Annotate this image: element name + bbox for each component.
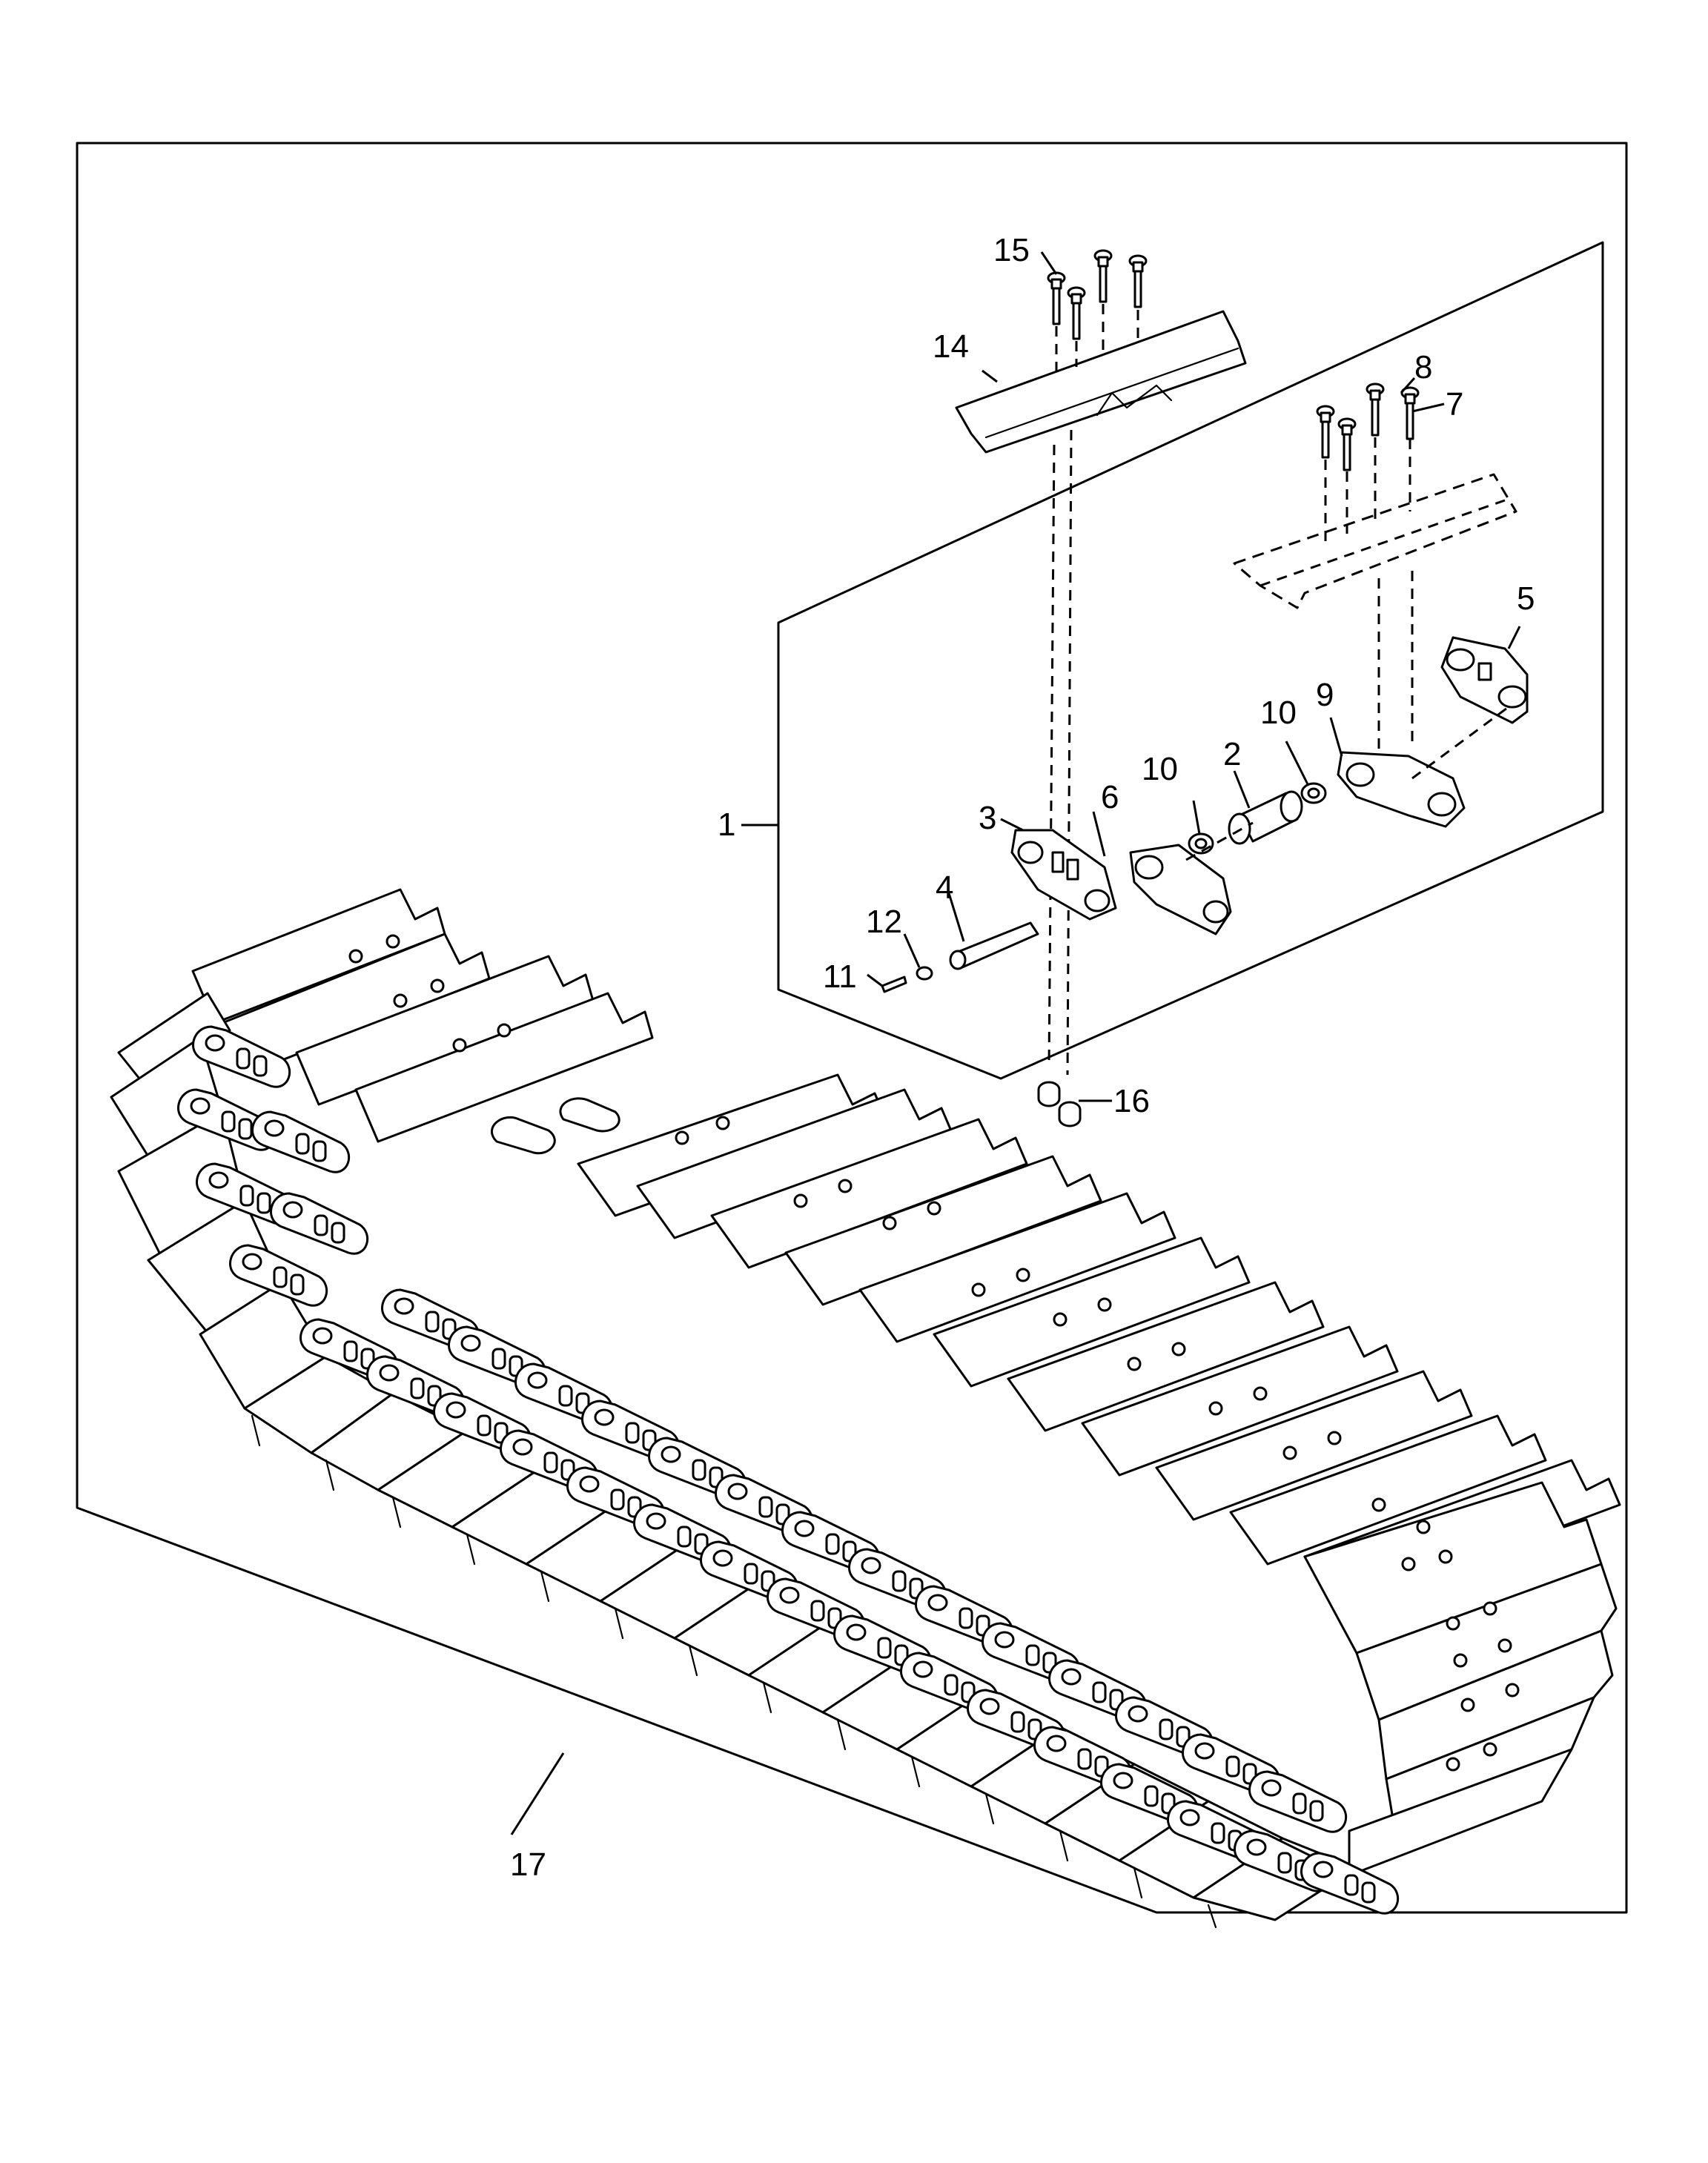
ghost-shoe xyxy=(1233,473,1517,609)
callout-9: 9 xyxy=(1316,677,1334,713)
exploded-view-panel xyxy=(777,241,1604,1080)
callout-5: 5 xyxy=(1517,580,1535,617)
callout-2: 2 xyxy=(1223,736,1241,772)
bushing-part-2 xyxy=(1228,790,1303,845)
pin-part-4 xyxy=(949,921,1039,970)
callout-11: 11 xyxy=(823,958,857,995)
track-link-part-5 xyxy=(1440,636,1529,724)
bolt-part-15 xyxy=(1047,249,1148,340)
callout-15: 15 xyxy=(993,232,1030,268)
callout-4: 4 xyxy=(936,869,953,906)
callout-14: 14 xyxy=(933,328,969,365)
callout-8: 8 xyxy=(1414,349,1432,385)
seal-part-10-right xyxy=(1300,782,1327,804)
callout-16: 16 xyxy=(1113,1083,1150,1119)
track-link-part-6 xyxy=(1129,844,1232,935)
cotter-pin-part-11 xyxy=(881,975,907,993)
track-shoe-part-14 xyxy=(955,310,1247,454)
callout-6: 6 xyxy=(1101,779,1119,815)
seal-part-10-left xyxy=(1188,832,1214,855)
nut-part-16 xyxy=(1037,1081,1082,1127)
track-assembly-part-17 xyxy=(110,888,1621,1929)
callout-17: 17 xyxy=(510,1846,546,1883)
callout-10-left: 10 xyxy=(1142,751,1178,787)
bolt-part-8 xyxy=(1316,382,1385,471)
callout-1: 1 xyxy=(718,806,735,843)
callout-12: 12 xyxy=(866,904,902,940)
callout-3: 3 xyxy=(979,800,996,836)
track-link-part-9 xyxy=(1337,751,1466,828)
callout-10-right: 10 xyxy=(1260,695,1297,731)
ring-part-12 xyxy=(916,966,933,981)
bolt-part-7 xyxy=(1400,386,1420,440)
callout-7: 7 xyxy=(1446,386,1463,423)
track-link-part-3 xyxy=(1010,829,1117,921)
